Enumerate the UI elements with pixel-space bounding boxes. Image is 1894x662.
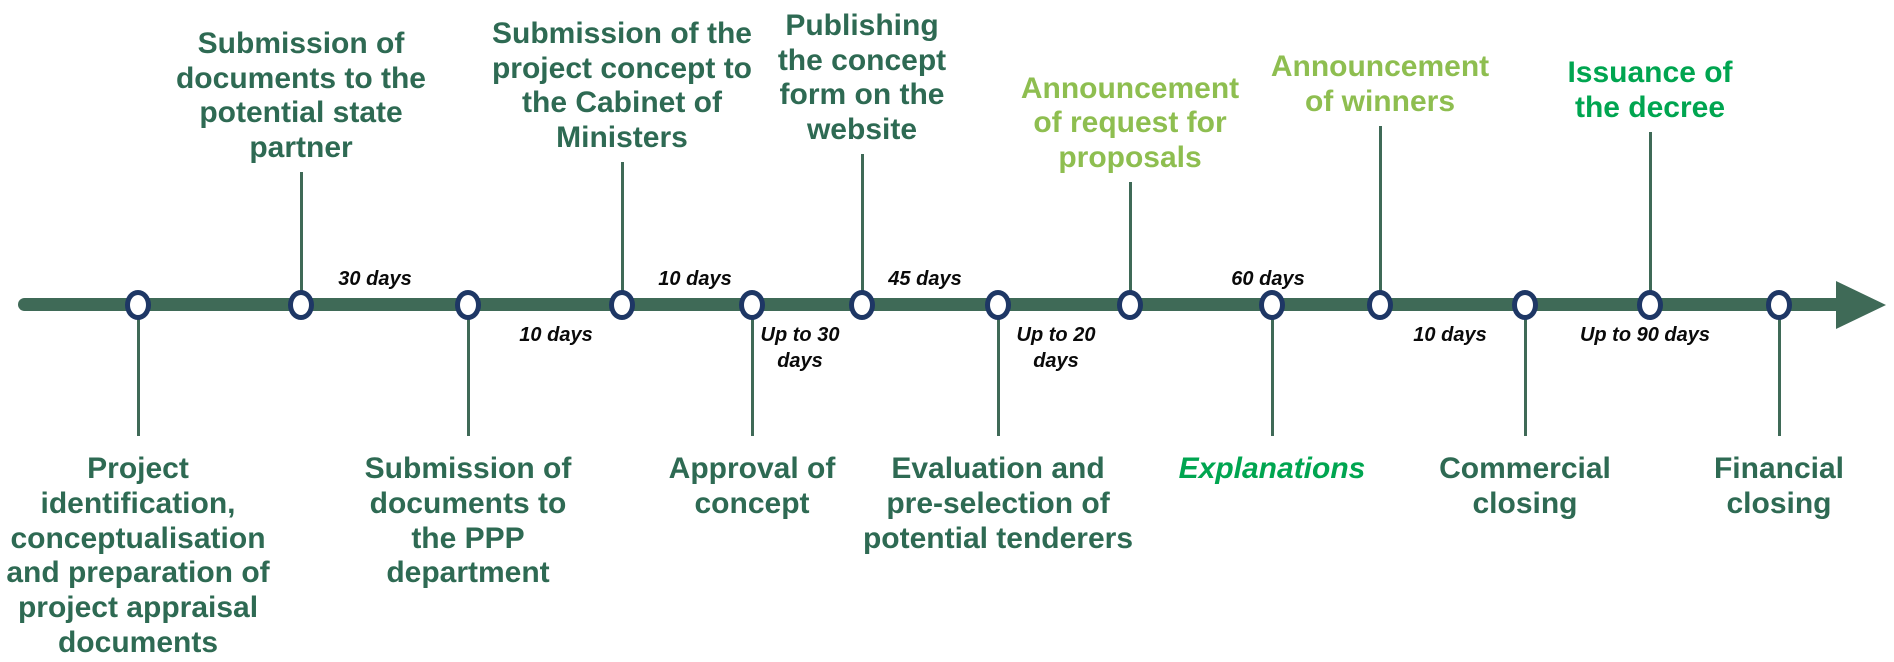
milestone-node-project-identification — [125, 290, 151, 320]
milestone-node-submission-state-partner — [288, 290, 314, 320]
milestone-label-issuance-of-the-decree: Issuance of the decree — [1567, 56, 1733, 125]
milestone-label-evaluation-preselection: Evaluation and pre-selection of potentia… — [862, 452, 1134, 555]
milestone-connector-submission-cabinet-ministers — [620, 162, 624, 298]
duration-label-d2: 10 days — [519, 324, 593, 346]
milestone-connector-project-identification — [136, 312, 140, 436]
duration-label-d8: 10 days — [1413, 324, 1487, 346]
duration-label-d9: Up to 90 days — [1579, 324, 1711, 346]
milestone-connector-announcement-request-proposals — [1128, 182, 1132, 298]
milestone-connector-evaluation-preselection — [996, 312, 1000, 436]
milestone-label-announcement-of-winners: Announcement of winners — [1270, 50, 1490, 119]
milestone-connector-submission-state-partner — [299, 172, 303, 298]
milestone-node-commercial-closing — [1512, 290, 1538, 320]
milestone-connector-explanations — [1270, 312, 1274, 436]
milestone-label-explanations: Explanations — [1178, 452, 1366, 485]
milestone-node-submission-cabinet-ministers — [609, 290, 635, 320]
milestone-node-evaluation-preselection — [985, 290, 1011, 320]
milestone-label-submission-state-partner: Submission of documents to the potential… — [175, 26, 426, 165]
milestone-connector-publishing-concept-form — [860, 154, 864, 298]
milestone-node-announcement-request-proposals — [1117, 290, 1143, 320]
milestone-node-explanations — [1259, 290, 1285, 320]
milestone-connector-submission-ppp-department — [466, 312, 470, 436]
milestone-connector-issuance-of-the-decree — [1648, 132, 1652, 298]
milestone-connector-commercial-closing — [1523, 312, 1527, 436]
milestone-node-approval-of-concept — [739, 290, 765, 320]
milestone-label-project-identification: Project identification, conceptualisatio… — [6, 452, 270, 659]
timeline-arrowhead-icon — [1836, 281, 1886, 329]
milestone-label-publishing-concept-form: Publishing the concept form on the websi… — [777, 8, 947, 147]
milestone-node-financial-closing — [1766, 290, 1792, 320]
duration-label-d1: 30 days — [338, 268, 412, 290]
duration-label-d5: 45 days — [888, 268, 962, 290]
milestone-connector-financial-closing — [1777, 312, 1781, 436]
milestone-node-announcement-of-winners — [1367, 290, 1393, 320]
milestone-connector-announcement-of-winners — [1378, 126, 1382, 298]
duration-label-d3: 10 days — [658, 268, 732, 290]
milestone-label-financial-closing: Financial closing — [1713, 452, 1845, 520]
duration-label-d6: Up to 20 days — [1016, 324, 1096, 372]
milestone-label-announcement-request-proposals: Announcement of request for proposals — [1020, 71, 1240, 175]
duration-label-d4: Up to 30 days — [760, 324, 840, 372]
milestone-node-issuance-of-the-decree — [1637, 290, 1663, 320]
milestone-node-submission-ppp-department — [455, 290, 481, 320]
milestone-connector-approval-of-concept — [750, 312, 754, 436]
milestone-node-publishing-concept-form — [849, 290, 875, 320]
milestone-label-approval-of-concept: Approval of concept — [668, 452, 836, 520]
milestone-label-submission-cabinet-ministers: Submission of the project concept to the… — [491, 16, 753, 155]
milestone-label-submission-ppp-department: Submission of documents to the PPP depar… — [364, 452, 572, 590]
duration-label-d7: 60 days — [1231, 268, 1305, 290]
milestone-label-commercial-closing: Commercial closing — [1439, 452, 1611, 520]
